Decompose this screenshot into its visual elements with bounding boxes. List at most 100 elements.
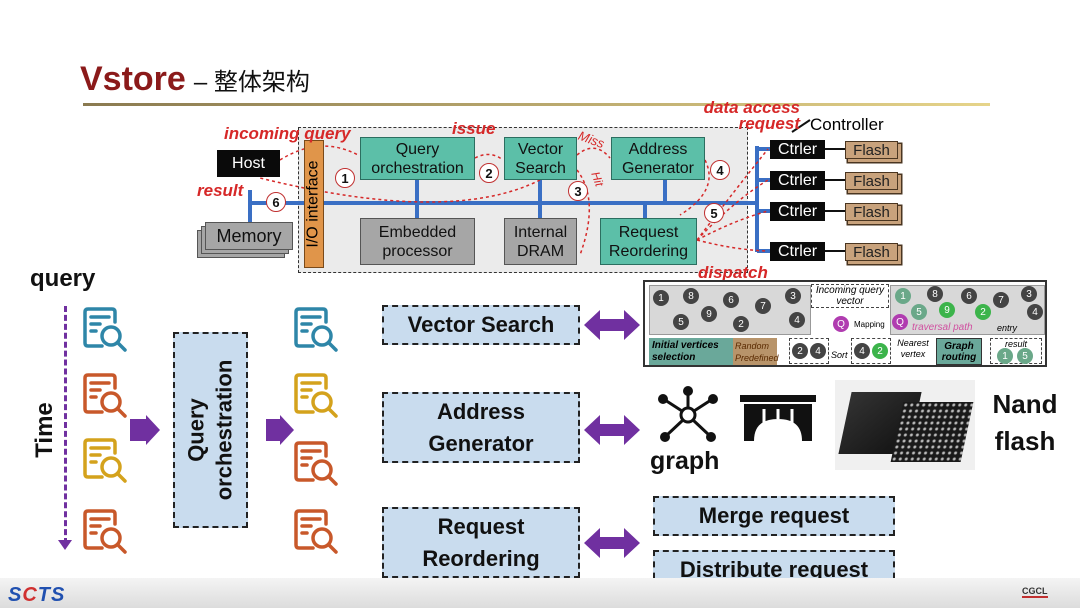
query-document-icon (83, 438, 127, 483)
graph-node: 5 (911, 304, 927, 320)
ctrler-box: Ctrler (770, 171, 825, 190)
graph-node: 3 (1021, 286, 1037, 302)
time-label: Time (31, 402, 58, 458)
entry-label: entry (997, 323, 1018, 333)
query-document-icon (294, 307, 338, 352)
nand-flash-chip-image (835, 380, 975, 470)
query-document-icon (83, 307, 127, 352)
ctrler-box: Ctrler (770, 140, 825, 159)
query-label: query (30, 265, 96, 292)
mapping-label: Mapping (854, 320, 885, 329)
graph-node: 6 (723, 292, 739, 308)
time-arrow (64, 306, 67, 544)
graph-node: 9 (701, 306, 717, 322)
traversal-path-label: traversal path (912, 322, 973, 333)
flash-box: Flash (845, 172, 898, 190)
bridge-icon (740, 395, 816, 441)
result-node: 5 (1017, 348, 1033, 364)
ctrler-box: Ctrler (770, 242, 825, 261)
graph-node: 5 (673, 314, 689, 330)
sort-label: Sort (831, 350, 848, 360)
request-reordering-module: Request Reordering (382, 507, 580, 578)
double-arrow-icon (584, 310, 640, 340)
graph-routing-box: Graph routing (936, 338, 982, 365)
query-document-icon (294, 441, 338, 486)
graph-node: 4 (789, 312, 805, 328)
query-document-icon (294, 373, 338, 418)
graph-label: graph (650, 447, 720, 475)
double-arrow-icon (584, 415, 640, 445)
candidate-node: 2 (792, 343, 808, 359)
vector-search-module: Vector Search (382, 305, 580, 345)
flash-box: Flash (845, 141, 898, 159)
query-orchestration-box: Query orchestration (360, 137, 475, 180)
annotation-dispatch: dispatch (698, 263, 768, 282)
flow-arrow-icon (130, 419, 146, 441)
step-6: 6 (266, 192, 286, 212)
memory-stack: Memory (197, 222, 293, 260)
embedded-processor-box: Embedded processor (360, 218, 475, 265)
title-sub: – 整体架构 (193, 69, 310, 96)
flow-arrow-icon (280, 415, 294, 445)
internal-dram-box: Internal DRAM (504, 218, 577, 265)
graph-node: 7 (755, 298, 771, 314)
nand-flash-label: Nand flash (992, 389, 1058, 456)
page-title: Vstore – 整体架构 (80, 60, 310, 99)
result-node: 1 (997, 348, 1013, 364)
graph-node: 1 (895, 288, 911, 304)
graph-node: 9 (939, 302, 955, 318)
graph-icon (658, 386, 718, 442)
graph-search-panel: Incoming query vector Q Mapping Q traver… (643, 280, 1047, 367)
flash-box: Flash (845, 243, 898, 261)
graph-node: 2 (975, 304, 991, 320)
graph-node: 4 (1027, 304, 1043, 320)
sorted-node: 2 (872, 343, 888, 359)
controller-label: Controller (810, 115, 884, 134)
graph-node: 3 (785, 288, 801, 304)
host-box: Host (217, 150, 280, 177)
mapped-query-node: Q (892, 314, 908, 330)
step-4: 4 (710, 160, 730, 180)
title-main: Vstore (80, 60, 186, 98)
flow-arrow-icon (266, 419, 280, 441)
step-1: 1 (335, 168, 355, 188)
step-5: 5 (704, 203, 724, 223)
title-underline (83, 103, 990, 106)
annotation-data-access-request: data access request (703, 98, 800, 133)
cgcl-logo: CGCL (1022, 586, 1048, 598)
query-document-icon (83, 373, 127, 418)
graph-node: 7 (993, 292, 1009, 308)
flow-arrow-icon (146, 415, 160, 445)
graph-node: 1 (653, 290, 669, 306)
sorted-node: 4 (854, 343, 870, 359)
ctrler-box: Ctrler (770, 202, 825, 221)
annotation-issue: issue (452, 119, 496, 138)
scts-logo: SCTS (8, 584, 66, 606)
result-box: result (990, 338, 1042, 364)
footer-band (0, 578, 1080, 608)
memory-box: Memory (205, 222, 293, 250)
annotation-incoming-query: incoming query (224, 124, 351, 143)
merge-request-module: Merge request (653, 496, 895, 536)
nearest-vertex-label: Nearest vertex (897, 338, 929, 359)
address-generator-module: Address Generator (382, 392, 580, 463)
initial-vertices-box: Initial vertices selection (649, 338, 733, 365)
double-arrow-icon (584, 528, 640, 558)
time-arrowhead-icon (58, 540, 72, 557)
query-node: Q (833, 316, 849, 332)
step-2: 2 (479, 163, 499, 183)
request-reordering-box: Request Reordering (600, 218, 697, 265)
query-document-icon (294, 509, 338, 554)
flash-box: Flash (845, 203, 898, 221)
graph-node: 2 (733, 316, 749, 332)
double-arrows (584, 310, 640, 558)
io-interface: I/O interface (304, 140, 324, 268)
query-orchestration-module: Query orchestration (173, 332, 248, 528)
annotation-result: result (197, 181, 244, 200)
candidate-node: 4 (810, 343, 826, 359)
graph-node: 8 (683, 288, 699, 304)
graph-node: 6 (961, 288, 977, 304)
step-3: 3 (568, 181, 588, 201)
